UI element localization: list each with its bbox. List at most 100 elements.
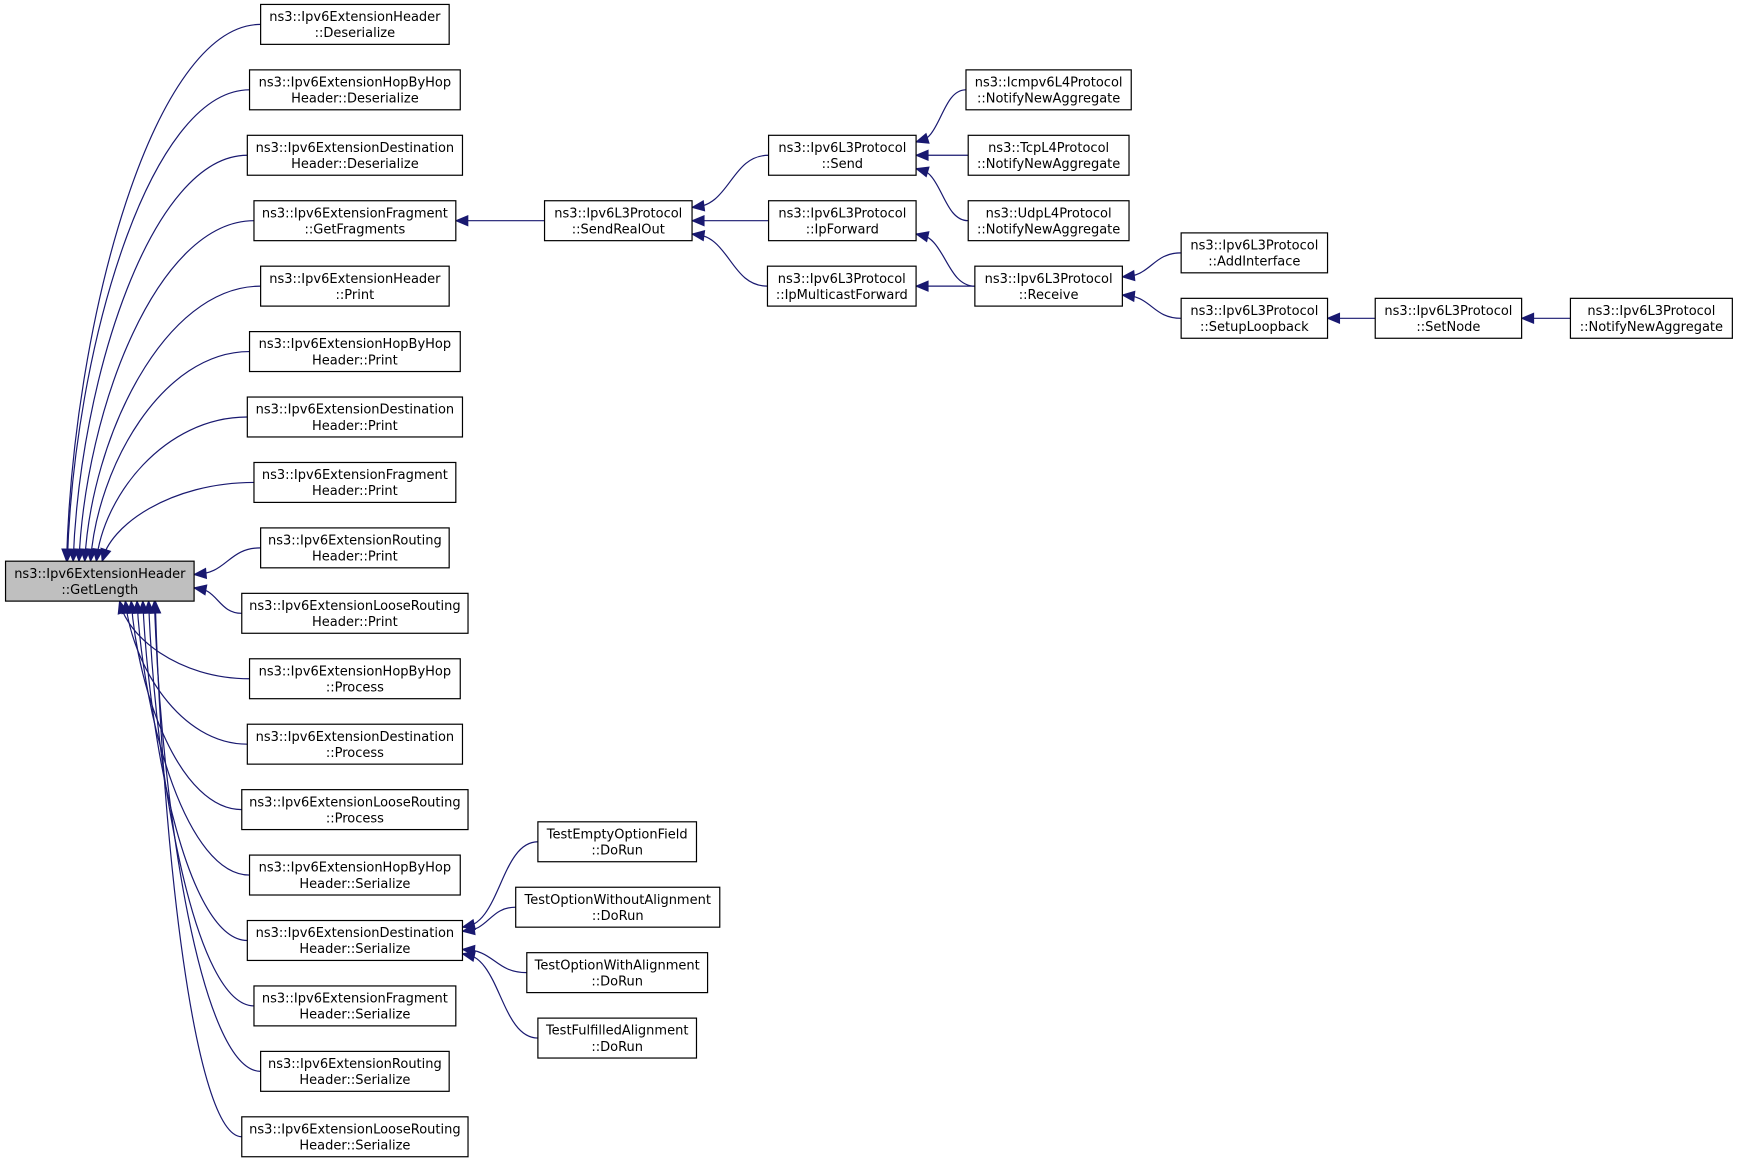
edge-ipm-to-sro (692, 233, 768, 287)
node-box-n5 (260, 265, 450, 307)
node-n2[interactable]: ns3::Ipv6ExtensionHopByHopHeader::Deseri… (248, 69, 461, 111)
node-label-n3-line1: ns3::Ipv6ExtensionDestination (256, 141, 455, 156)
node-label-send-line2: ::Send (822, 157, 864, 172)
arrowhead-sro-to-n4 (454, 214, 469, 227)
node-box-t3 (526, 952, 709, 994)
node-n11[interactable]: ns3::Ipv6ExtensionHopByHop::Process (248, 658, 461, 700)
node-label-tcp-line2: ::NotifyNewAggregate (977, 157, 1120, 172)
node-t4[interactable]: TestFulfilledAlignment::DoRun (537, 1017, 698, 1059)
arrowhead-n18-to-root (149, 599, 162, 614)
node-box-n17 (260, 1050, 450, 1092)
node-label-n6-line2: Header::Print (312, 353, 398, 368)
node-box-sro (543, 200, 693, 242)
node-n14[interactable]: ns3::Ipv6ExtensionHopByHopHeader::Serial… (248, 854, 461, 896)
arrowhead-n7-to-root (92, 547, 104, 563)
node-box-t2 (515, 886, 721, 928)
node-label-udp-line1: ns3::UdpL4Protocol (986, 206, 1112, 221)
edge-n3-to-root (72, 154, 248, 562)
node-box-recv (974, 265, 1123, 307)
edge-n5-to-root (84, 285, 261, 562)
node-t1[interactable]: TestEmptyOptionField::DoRun (537, 821, 698, 863)
node-n1[interactable]: ns3::Ipv6ExtensionHeader::Deserialize (260, 3, 450, 45)
node-root[interactable]: ns3::Ipv6ExtensionHeader::GetLength (4, 560, 195, 602)
node-label-icmp-line1: ns3::Icmpv6L4Protocol (975, 76, 1123, 91)
node-label-udp-line2: ::NotifyNewAggregate (977, 222, 1120, 237)
node-box-n16 (253, 985, 457, 1027)
node-label-n3-line2: Header::Deserialize (291, 157, 419, 172)
node-box-n7 (246, 396, 464, 438)
node-ipm[interactable]: ns3::Ipv6L3Protocol::IpMulticastForward (766, 265, 917, 307)
node-box-ipf (767, 200, 917, 242)
node-nna[interactable]: ns3::Ipv6L3Protocol::NotifyNewAggregate (1569, 297, 1733, 339)
node-label-n9-line1: ns3::Ipv6ExtensionRouting (268, 534, 442, 549)
arrowhead-ipf-to-sro (690, 214, 705, 227)
node-n5[interactable]: ns3::Ipv6ExtensionHeader::Print (260, 265, 450, 307)
arrowhead-ipm-to-sro (690, 230, 706, 242)
node-addif[interactable]: ns3::Ipv6L3Protocol::AddInterface (1180, 232, 1329, 274)
edge-n7-to-root (95, 416, 248, 562)
node-label-setlb-line2: ::SetupLoopback (1200, 320, 1309, 335)
node-box-setnode (1374, 297, 1523, 339)
edge-n4-to-root (78, 220, 254, 562)
arrowhead-n9-to-root (192, 567, 208, 580)
node-box-t1 (537, 821, 698, 863)
node-n10[interactable]: ns3::Ipv6ExtensionLooseRoutingHeader::Pr… (241, 592, 469, 634)
node-icmp[interactable]: ns3::Icmpv6L4Protocol::NotifyNewAggregat… (965, 69, 1132, 111)
node-label-recv-line1: ns3::Ipv6L3Protocol (985, 272, 1113, 287)
edge-n16-to-root (147, 601, 254, 1007)
node-label-nna-line1: ns3::Ipv6L3Protocol (1587, 304, 1715, 319)
node-setnode[interactable]: ns3::Ipv6L3Protocol::SetNode (1374, 297, 1523, 339)
node-box-n2 (248, 69, 461, 111)
node-label-n12-line2: ::Process (326, 746, 384, 761)
node-ipf[interactable]: ns3::Ipv6L3Protocol::IpForward (767, 200, 917, 242)
node-box-n6 (248, 331, 461, 373)
node-label-n7-line1: ns3::Ipv6ExtensionDestination (256, 403, 455, 418)
edge-n1-to-root (65, 23, 261, 562)
node-label-n4-line1: ns3::Ipv6ExtensionFragment (262, 206, 448, 221)
arrowhead-send-to-sro (690, 200, 706, 212)
node-label-n15-line2: Header::Serialize (299, 942, 410, 957)
node-label-n7-line2: Header::Print (312, 419, 398, 434)
node-n4[interactable]: ns3::Ipv6ExtensionFragment::GetFragments (253, 200, 457, 242)
node-label-recv-line2: ::Receive (1019, 288, 1079, 303)
arrowhead-recv-to-ipm (914, 280, 929, 292)
node-t2[interactable]: TestOptionWithoutAlignment::DoRun (515, 886, 721, 928)
node-label-t2-line2: ::DoRun (592, 909, 644, 924)
node-n3[interactable]: ns3::Ipv6ExtensionDestinationHeader::Des… (246, 134, 464, 176)
node-label-n17-line1: ns3::Ipv6ExtensionRouting (268, 1057, 442, 1072)
node-udp[interactable]: ns3::UdpL4Protocol::NotifyNewAggregate (967, 200, 1130, 242)
node-setlb[interactable]: ns3::Ipv6L3Protocol::SetupLoopback (1180, 297, 1329, 339)
node-box-n4 (253, 200, 457, 242)
node-label-setnode-line1: ns3::Ipv6L3Protocol (1384, 304, 1512, 319)
node-label-n14-line1: ns3::Ipv6ExtensionHopByHop (259, 861, 452, 876)
node-send[interactable]: ns3::Ipv6L3Protocol::Send (767, 134, 917, 176)
node-label-n11-line1: ns3::Ipv6ExtensionHopByHop (259, 664, 452, 679)
node-n7[interactable]: ns3::Ipv6ExtensionDestinationHeader::Pri… (246, 396, 464, 438)
node-n17[interactable]: ns3::Ipv6ExtensionRoutingHeader::Seriali… (260, 1050, 450, 1092)
node-label-icmp-line2: ::NotifyNewAggregate (977, 92, 1120, 107)
node-sro[interactable]: ns3::Ipv6L3Protocol::SendRealOut (543, 200, 693, 242)
node-box-n15 (246, 919, 464, 962)
node-n13[interactable]: ns3::Ipv6ExtensionLooseRouting::Process (241, 789, 469, 831)
edge-n14-to-root (136, 601, 250, 876)
node-label-n13-line1: ns3::Ipv6ExtensionLooseRouting (249, 795, 460, 810)
node-t3[interactable]: TestOptionWithAlignment::DoRun (526, 952, 709, 994)
node-label-ipm-line1: ns3::Ipv6L3Protocol (778, 272, 906, 287)
node-n18[interactable]: ns3::Ipv6ExtensionLooseRoutingHeader::Se… (241, 1116, 469, 1158)
node-tcp[interactable]: ns3::TcpL4Protocol::NotifyNewAggregate (967, 134, 1130, 176)
node-box-icmp (965, 69, 1132, 111)
edge-n8-to-root (101, 481, 254, 562)
edge-n12-to-root (124, 601, 248, 745)
node-recv[interactable]: ns3::Ipv6L3Protocol::Receive (974, 265, 1123, 307)
node-n12[interactable]: ns3::Ipv6ExtensionDestination::Process (246, 723, 464, 765)
node-n16[interactable]: ns3::Ipv6ExtensionFragmentHeader::Serial… (253, 985, 457, 1027)
node-label-n13-line2: ::Process (326, 811, 384, 826)
node-box-t4 (537, 1017, 698, 1059)
node-box-n3 (246, 134, 464, 176)
node-n15[interactable]: ns3::Ipv6ExtensionDestinationHeader::Ser… (246, 919, 464, 962)
node-label-n14-line2: Header::Serialize (299, 877, 410, 892)
